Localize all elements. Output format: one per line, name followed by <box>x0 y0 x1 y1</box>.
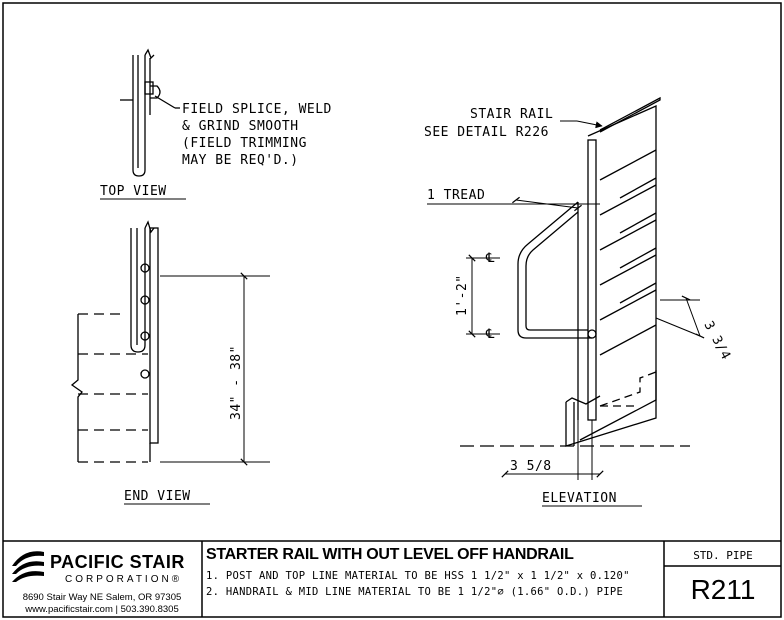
centerline-mark-top: ℄ <box>485 251 495 266</box>
std-pipe-label: STD. PIPE <box>693 549 753 562</box>
centerline-mark-bottom: ℄ <box>485 327 495 342</box>
elevation-drawing <box>427 96 705 480</box>
pacific-stair-logo-icon <box>12 551 44 582</box>
company-name: PACIFIC STAIR <box>50 552 185 572</box>
company-contact: www.pacificstair.com | 503.390.8305 <box>25 604 179 615</box>
stair-rail-note-line-2: SEE DETAIL R226 <box>424 125 549 140</box>
end-view-drawing <box>70 220 270 466</box>
field-splice-note-line-1: FIELD SPLICE, WELD <box>182 102 332 117</box>
top-view-label: TOP VIEW <box>100 184 167 199</box>
bottom-offset-dimension: 3 5/8 <box>510 459 552 474</box>
tread-dimension: 1 TREAD <box>427 188 485 203</box>
side-offset-dimension: 3 3/4 <box>700 319 733 363</box>
field-splice-note-line-2: & GRIND SMOOTH <box>182 119 299 134</box>
registered-mark: ® <box>171 574 183 585</box>
detail-number: R211 <box>690 574 756 605</box>
stair-rail-note-line-1: STAIR RAIL <box>470 107 553 122</box>
drawing-note-2: 2. HANDRAIL & MID LINE MATERIAL TO BE 1 … <box>206 586 624 598</box>
drawing-title: STARTER RAIL WITH OUT LEVEL OFF HANDRAIL <box>206 546 574 563</box>
field-splice-note-line-3: (FIELD TRIMMING <box>182 136 307 151</box>
company-address: 8690 Stair Way NE Salem, OR 97305 <box>22 592 182 603</box>
company-subtitle: CORPORATION® <box>65 574 183 585</box>
rail-height-dimension: 34" - 38" <box>229 345 244 420</box>
field-splice-note-line-4: MAY BE REQ'D.) <box>182 153 299 168</box>
elevation-label: ELEVATION <box>542 491 617 506</box>
rail-spacing-dimension: 1'-2" <box>455 274 470 316</box>
end-view-label: END VIEW <box>124 489 191 504</box>
drawing-note-1: 1. POST AND TOP LINE MATERIAL TO BE HSS … <box>206 570 630 582</box>
top-view-drawing <box>120 48 180 177</box>
